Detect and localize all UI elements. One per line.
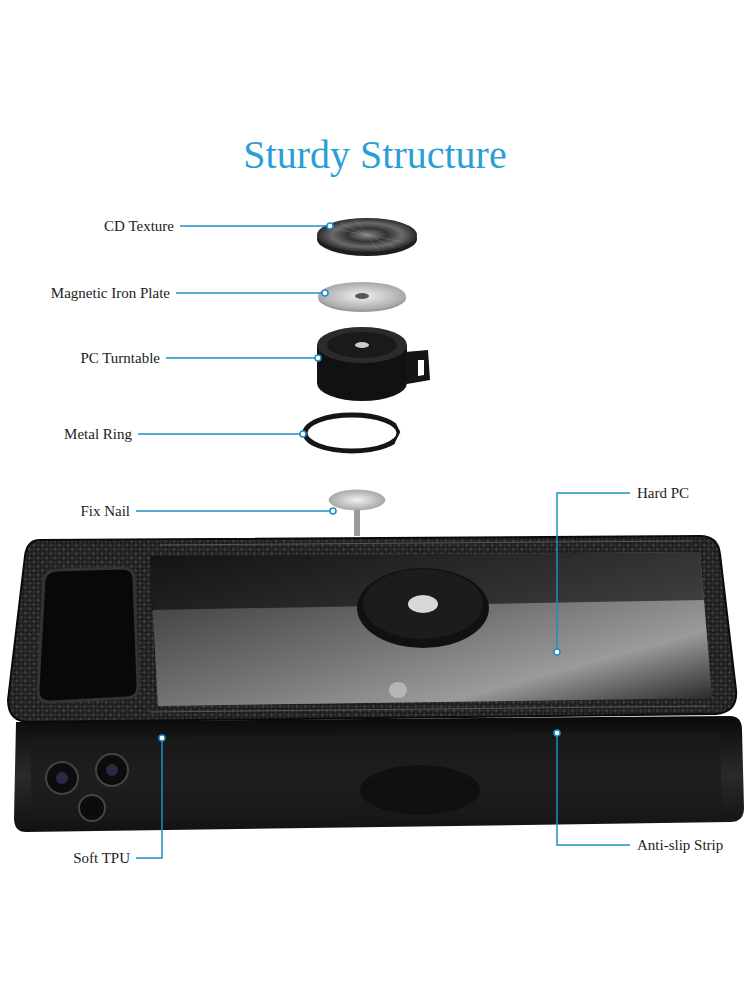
part-label: CD Texture: [104, 217, 174, 235]
title: Sturdy Structure: [243, 132, 506, 178]
part-label: PC Turntable: [80, 349, 160, 367]
part-label: Metal Ring: [64, 425, 132, 443]
part-label: Fix Nail: [80, 502, 130, 520]
part-label: Soft TPU: [73, 849, 130, 867]
part-label: Anti-slip Strip: [637, 836, 723, 854]
part-label: Hard PC: [637, 484, 689, 502]
part-label: Magnetic Iron Plate: [51, 284, 170, 302]
